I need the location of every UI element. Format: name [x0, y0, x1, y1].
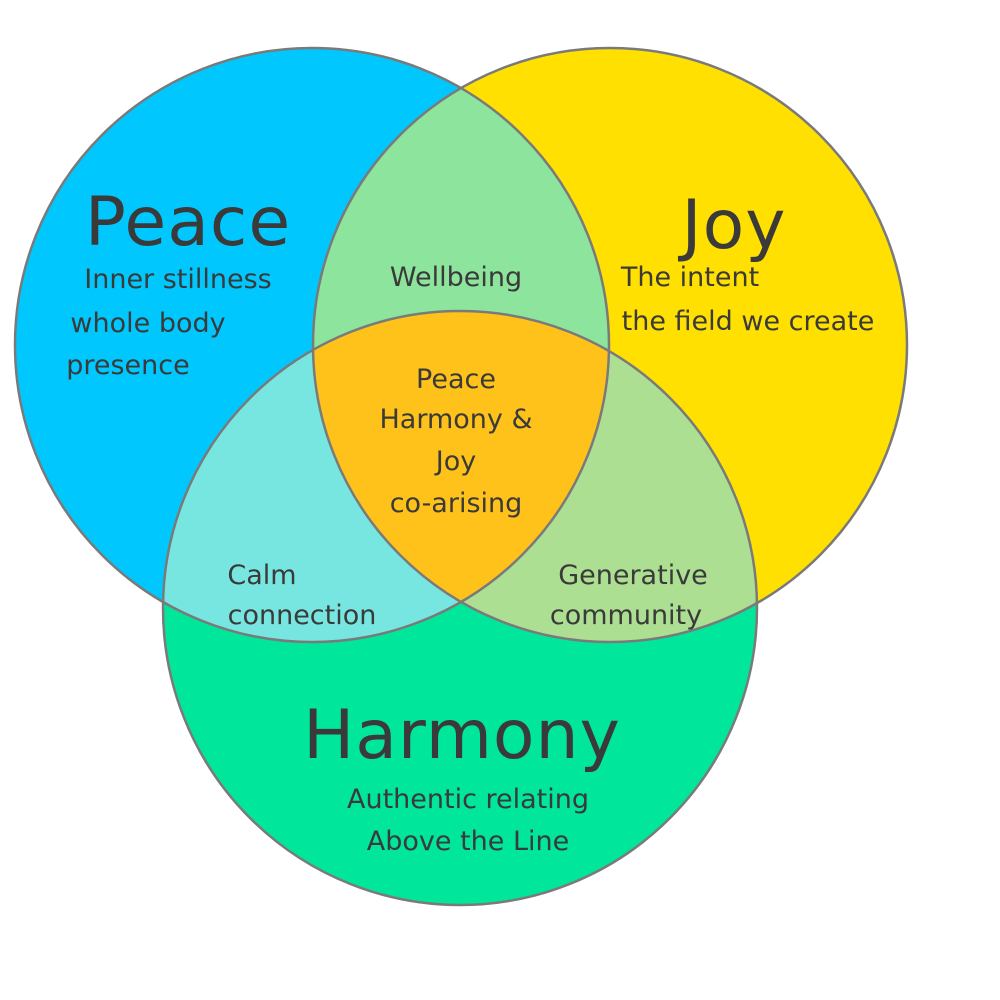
generative-community-line-1: Generative	[558, 560, 708, 591]
harmony-line-2: Above the Line	[367, 826, 569, 857]
center-line-1: Peace	[416, 364, 496, 395]
center-line-2: Harmony &	[379, 404, 532, 435]
joy-title: Joy	[678, 186, 787, 265]
center-line-3: Joy	[434, 446, 476, 477]
harmony-title: Harmony	[303, 696, 621, 775]
calm-connection-line-1: Calm	[227, 560, 296, 591]
peace-line-3: presence	[66, 350, 190, 381]
joy-line-1: The intent	[620, 262, 759, 293]
wellbeing-label: Wellbeing	[390, 262, 522, 293]
harmony-line-1: Authentic relating	[347, 784, 589, 815]
peace-line-2: whole body	[70, 308, 225, 339]
generative-community-line-2: community	[550, 600, 702, 631]
center-line-4: co-arising	[390, 488, 523, 519]
joy-line-2: the field we create	[622, 306, 875, 337]
peace-title: Peace	[85, 183, 291, 262]
calm-connection-line-2: connection	[228, 600, 377, 631]
peace-line-1: Inner stillness	[84, 264, 272, 295]
circle-outlines	[13, 46, 909, 907]
